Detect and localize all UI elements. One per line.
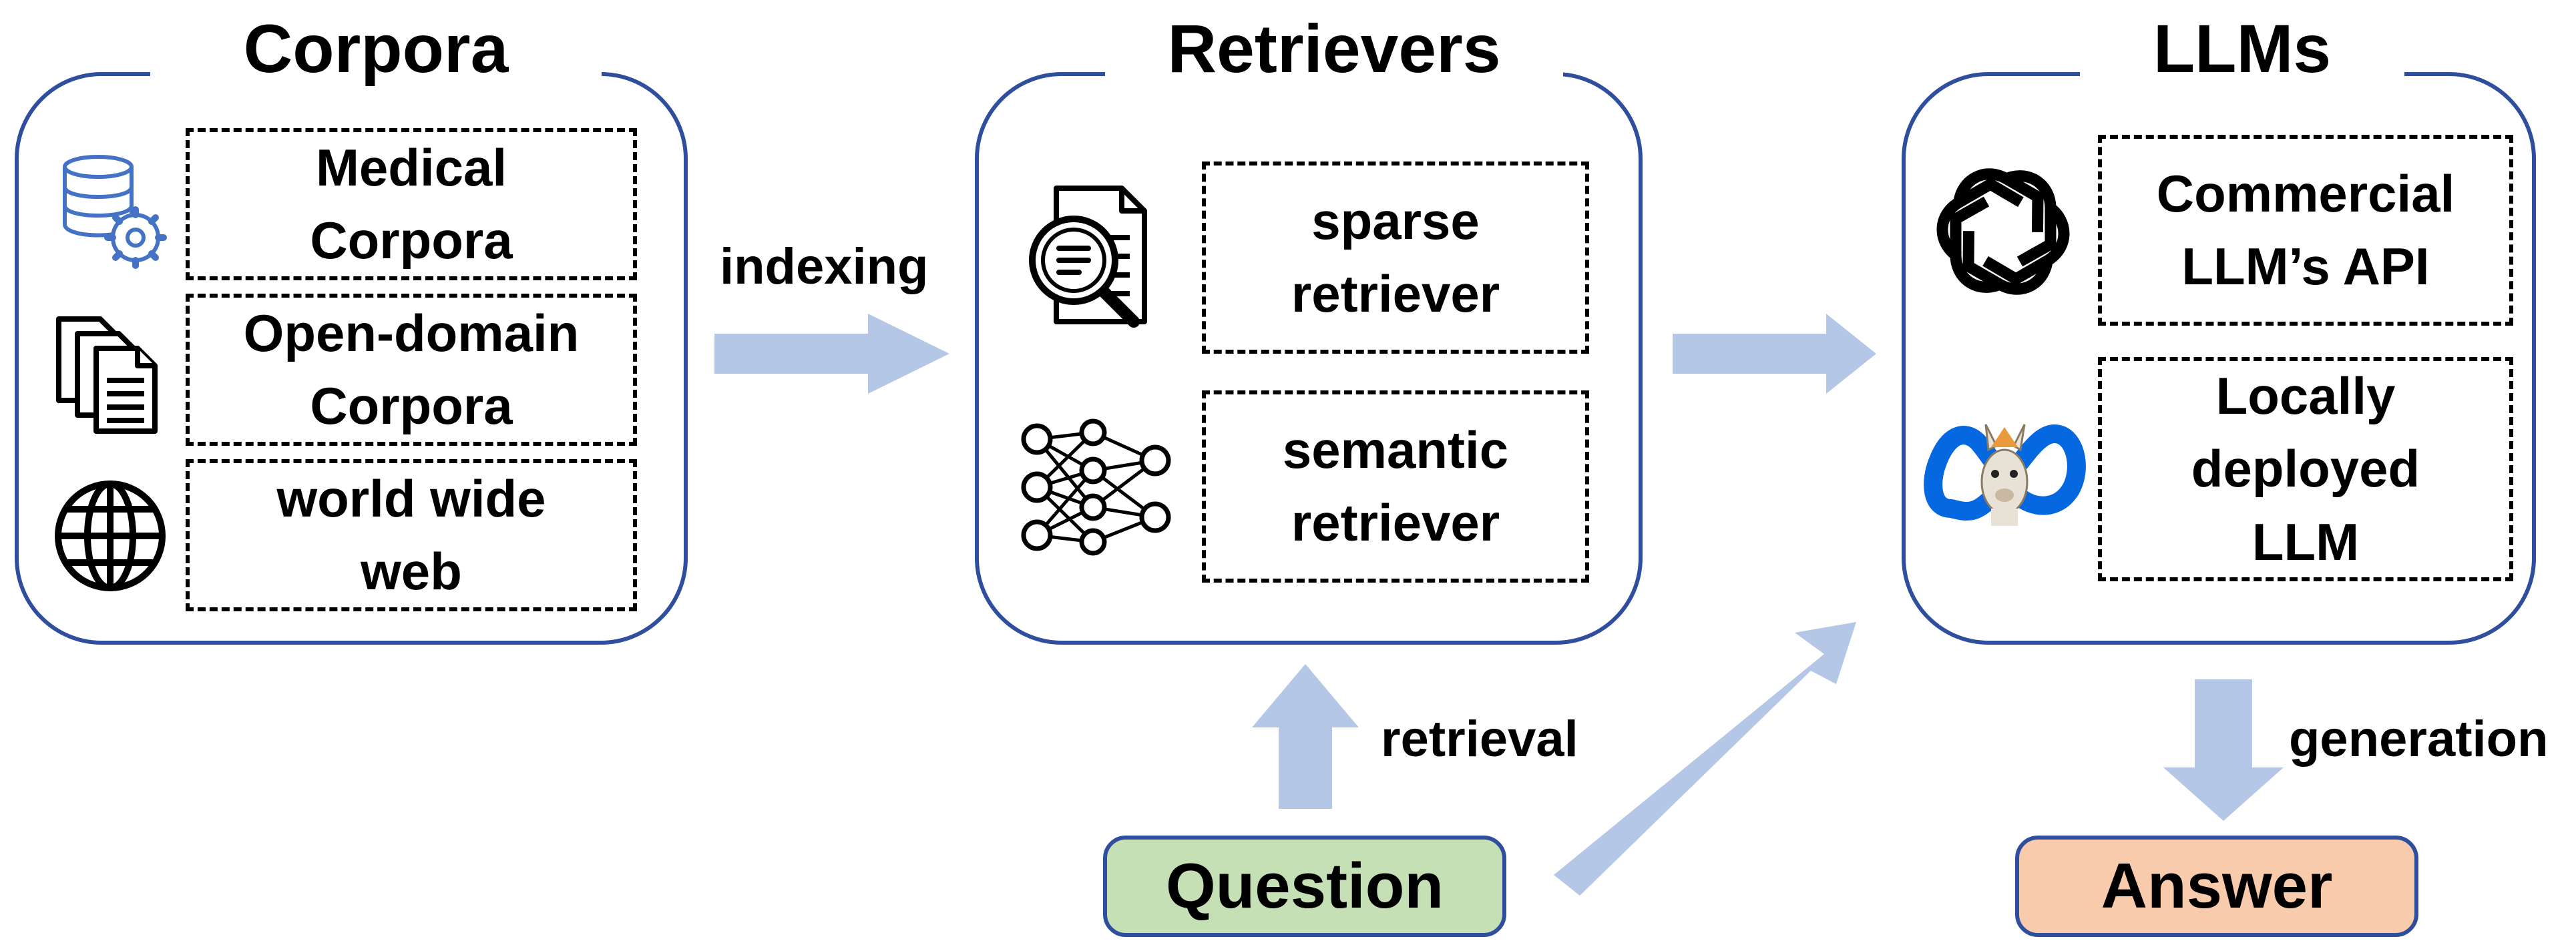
question-node: Question: [1103, 836, 1506, 937]
locally-deployed-llm-box: Locally deployed LLM: [2098, 357, 2513, 581]
semantic-retriever-box: semantic retriever: [1202, 390, 1589, 583]
generation-label: generation: [2289, 711, 2549, 767]
retrieval-arrow: [1252, 664, 1359, 809]
sparse-retriever-box: sparse retriever: [1202, 162, 1589, 354]
question-to-llm-arrow: [1554, 622, 1856, 896]
neural-network-icon: [1021, 418, 1171, 556]
retrievers-title: Retrievers: [1105, 15, 1563, 83]
retriever-to-llm-arrow: [1673, 314, 1876, 394]
llms-title: LLMs: [2080, 15, 2404, 83]
globe-icon: [55, 481, 166, 591]
indexing-label: indexing: [720, 238, 929, 295]
commercial-llm-api-box: Commercial LLM’s API: [2098, 135, 2513, 326]
open-domain-corpora-box: Open-domain Corpora: [186, 294, 637, 446]
indexing-arrow: [714, 314, 949, 394]
answer-node: Answer: [2015, 836, 2418, 937]
corpora-title: Corpora: [150, 15, 602, 83]
openai-logo-icon: [1926, 155, 2080, 308]
document-search-icon: [1029, 186, 1147, 328]
documents-icon: [56, 316, 158, 434]
llama-logo-icon: [1924, 424, 2086, 526]
generation-arrow: [2163, 679, 2284, 821]
world-wide-web-box: world wide web: [186, 459, 637, 611]
medical-corpora-box: Medical Corpora: [186, 128, 637, 280]
database-gear-icon: [63, 155, 167, 269]
retrieval-label: retrieval: [1381, 711, 1578, 767]
